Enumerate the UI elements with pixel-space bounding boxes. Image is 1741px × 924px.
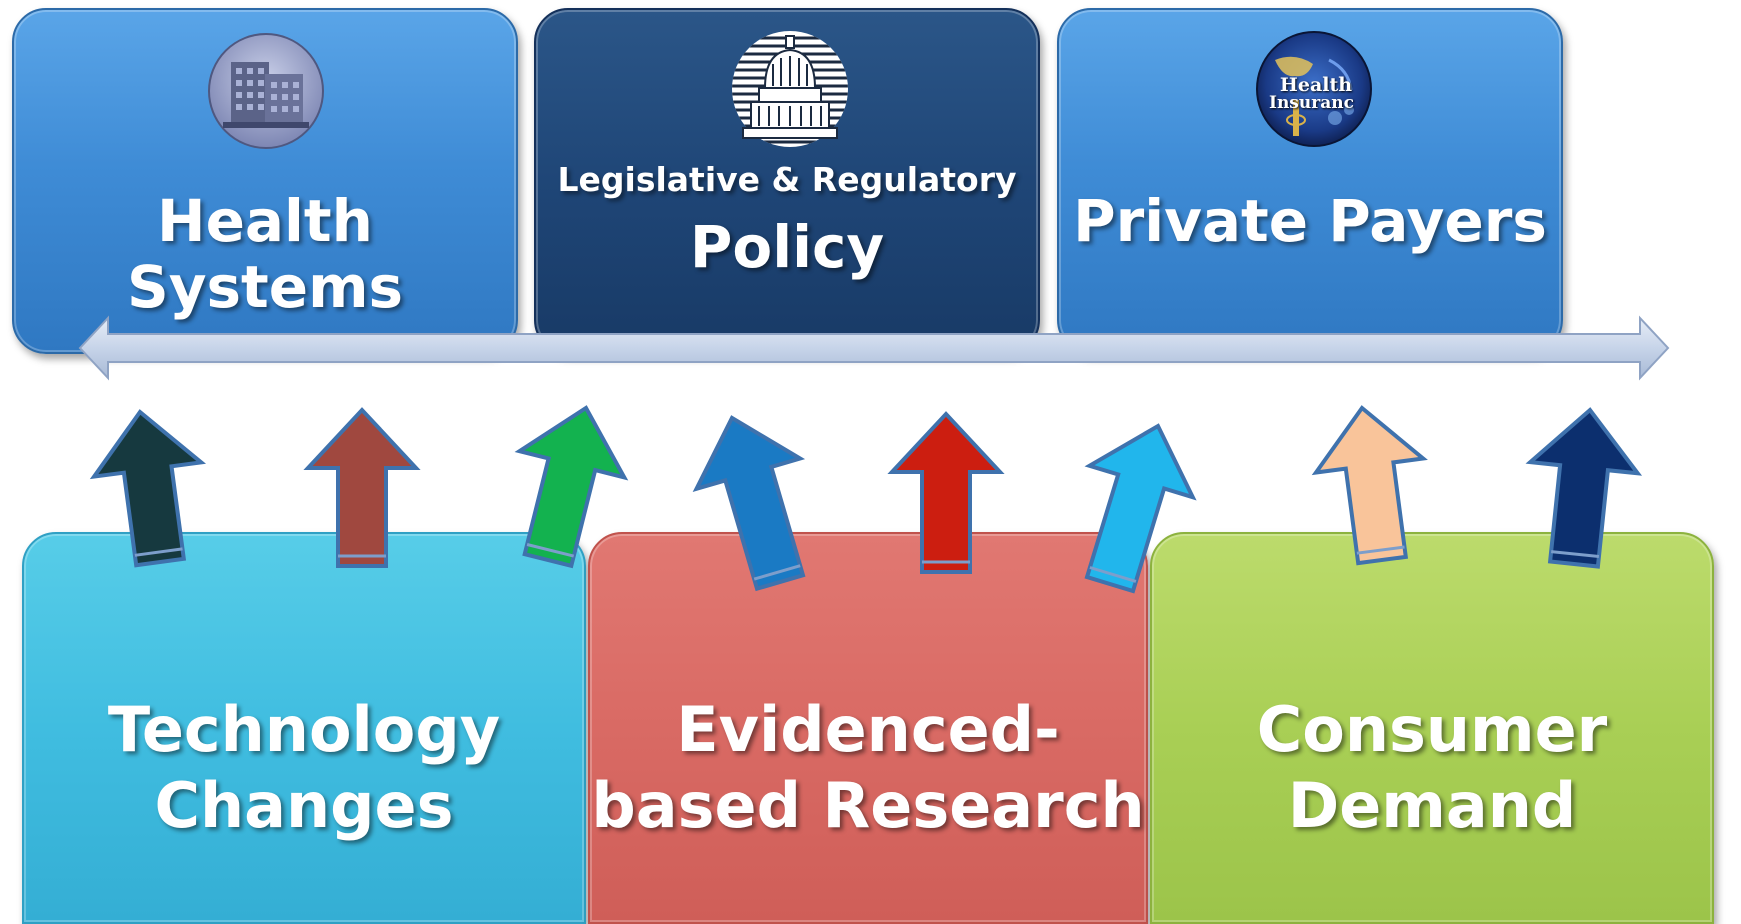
health-insurance-icon-text-1: Health xyxy=(1279,74,1353,96)
research-line2: based Research xyxy=(591,769,1145,842)
private-payers-box: Health Insuranc Private Payers xyxy=(1057,8,1563,354)
policy-subtitle: Legislative & Regulatory xyxy=(557,160,1017,199)
research-line1: Evidenced- xyxy=(676,693,1060,766)
capitol-dome-icon xyxy=(729,28,851,150)
evidence-based-research-box: Evidenced- based Research xyxy=(588,532,1148,924)
consumer-demand-box: Consumer Demand xyxy=(1150,532,1714,924)
technology-changes-line2: Changes xyxy=(154,769,454,842)
hospital-building-icon xyxy=(207,32,325,150)
policy-box: Legislative & Regulatory Policy xyxy=(534,8,1040,354)
health-insurance-icon-text-2: Insuranc xyxy=(1269,94,1354,112)
technology-changes-line1: Technology xyxy=(107,693,501,766)
technology-changes-box: Technology Changes xyxy=(22,532,586,924)
private-payers-title: Private Payers xyxy=(1073,187,1547,255)
consumer-demand-line1: Consumer xyxy=(1256,693,1608,766)
health-insurance-icon: Health Insuranc xyxy=(1255,30,1373,148)
health-systems-title: Health Systems xyxy=(126,187,404,321)
health-systems-box: Health Systems xyxy=(12,8,518,354)
policy-title: Policy xyxy=(689,213,885,281)
consumer-demand-line2: Demand xyxy=(1287,769,1577,842)
